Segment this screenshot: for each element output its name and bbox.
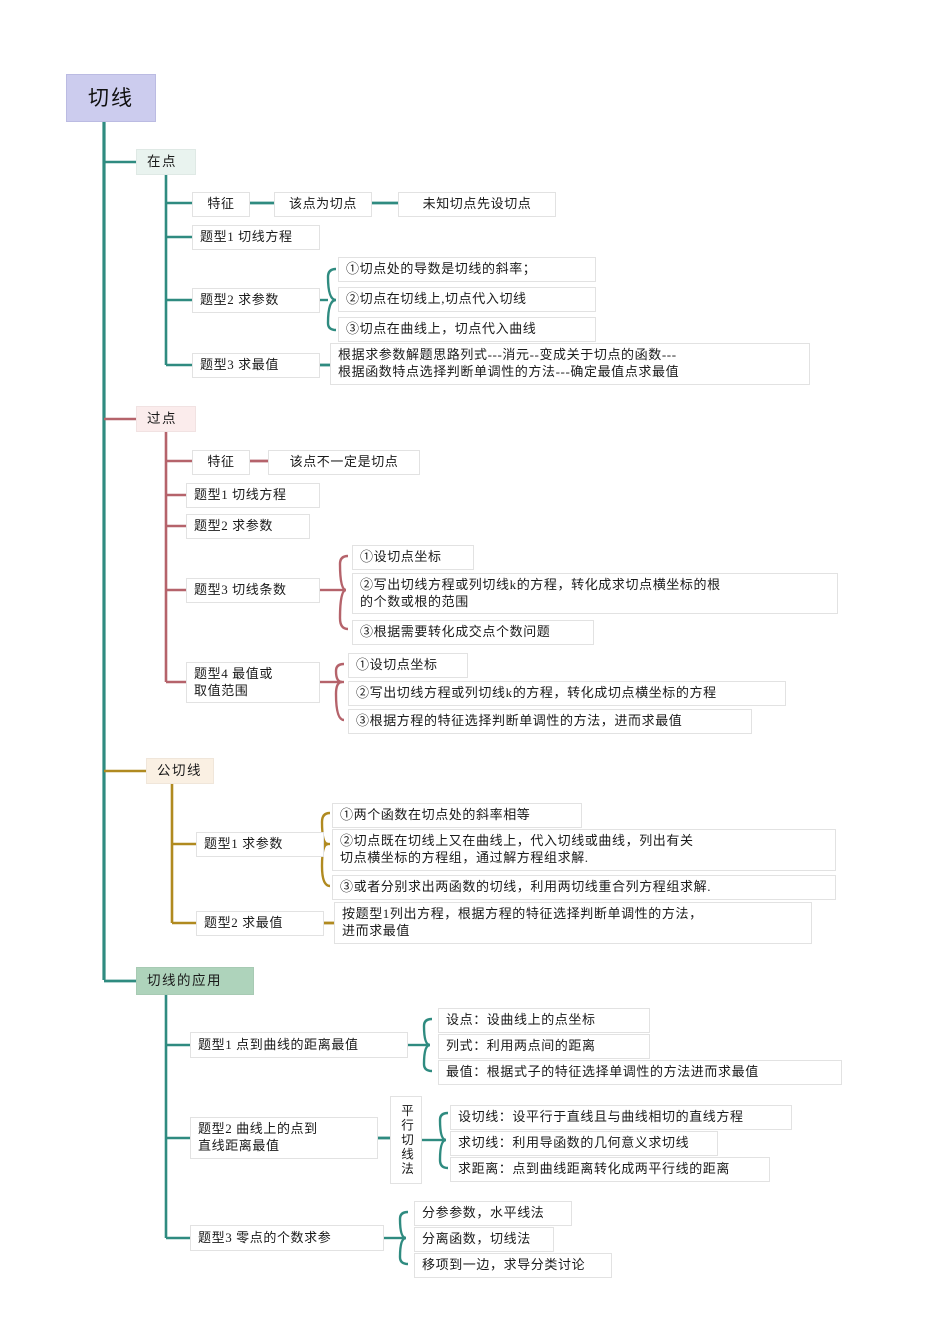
node-label: 按题型1列出方程，根据方程的特征选择判断单调性的方法， 进而求最值 — [342, 906, 703, 938]
branch-header[interactable]: 公切线 — [146, 758, 214, 784]
node-label: 过点 — [147, 411, 177, 427]
topic-box[interactable]: 题型1 点到曲线的距离最值 — [190, 1032, 408, 1058]
topic-box[interactable]: 题型2 求参数 — [186, 514, 310, 539]
node-label: 移项到一边，求导分类讨论 — [422, 1257, 586, 1272]
topic-box[interactable]: ①切点处的导数是切线的斜率； — [338, 257, 596, 282]
node-label: 题型1 点到曲线的距离最值 — [198, 1036, 359, 1052]
branch-header[interactable]: 过点 — [136, 406, 196, 432]
node-label: 求距离：点到曲线距离转化成两平行线的距离 — [458, 1161, 731, 1176]
node-label: 在点 — [147, 154, 177, 170]
topic-box[interactable]: 题型2 曲线上的点到 直线距离最值 — [190, 1117, 378, 1159]
topic-box[interactable]: 题型1 求参数 — [196, 832, 324, 857]
node-label: ①设切点坐标 — [360, 549, 442, 564]
node-label: 分离函数，切线法 — [422, 1231, 531, 1246]
topic-box[interactable]: 未知切点先设切点 — [398, 192, 556, 217]
topic-box[interactable]: 分参参数，水平线法 — [414, 1201, 572, 1226]
topic-box[interactable]: 根据求参数解题思路列式---消元--变成关于切点的函数--- 根据函数特点选择判… — [330, 343, 810, 385]
node-label: 题型4 最值或 取值范围 — [194, 666, 273, 698]
node-label: 设点：设曲线上的点坐标 — [446, 1012, 596, 1027]
node-label: 平行切线法 — [399, 1103, 413, 1177]
node-label: ①两个函数在切点处的斜率相等 — [340, 807, 531, 822]
topic-box[interactable]: ②切点在切线上,切点代入切线 — [338, 287, 596, 312]
topic-box[interactable]: 特征 — [192, 192, 250, 217]
node-label: 求切线：利用导函数的几何意义求切线 — [458, 1135, 690, 1150]
node-label: 特征 — [207, 454, 235, 469]
node-label: 设切线：设平行于直线且与曲线相切的直线方程 — [458, 1109, 744, 1124]
node-label: ①设切点坐标 — [356, 657, 438, 672]
node-label: 列式：利用两点间的距离 — [446, 1038, 596, 1053]
node-label: 该点为切点 — [288, 196, 357, 211]
node-label: 题型2 曲线上的点到 直线距离最值 — [198, 1121, 318, 1153]
topic-box[interactable]: 分离函数，切线法 — [414, 1227, 554, 1252]
topic-box[interactable]: 设点：设曲线上的点坐标 — [438, 1008, 650, 1033]
node-label: ②写出切线方程或列切线k的方程，转化成切点横坐标的方程 — [356, 685, 717, 700]
topic-box[interactable]: ①设切点坐标 — [352, 545, 474, 570]
method-label-vertical[interactable]: 平行切线法 — [390, 1096, 422, 1184]
topic-box[interactable]: 题型3 切线条数 — [186, 578, 320, 603]
topic-box[interactable]: 题型3 求最值 — [192, 353, 320, 378]
node-label: 该点不一定是切点 — [289, 454, 399, 469]
topic-box[interactable]: ③根据需要转化成交点个数问题 — [352, 620, 594, 645]
topic-box[interactable]: ①设切点坐标 — [348, 653, 468, 678]
branch-header[interactable]: 在点 — [136, 149, 196, 175]
topic-box[interactable]: 列式：利用两点间的距离 — [438, 1034, 650, 1059]
node-label: 题型2 求参数 — [194, 518, 273, 533]
node-label: ③切点在曲线上，切点代入曲线 — [346, 321, 537, 336]
topic-box[interactable]: 该点为切点 — [274, 192, 372, 217]
node-label: 特征 — [207, 196, 235, 211]
topic-box[interactable]: 最值：根据式子的特征选择单调性的方法进而求最值 — [438, 1060, 842, 1085]
node-label: ③或者分别求出两函数的切线，利用两切线重合列方程组求解. — [340, 879, 712, 894]
node-label: 题型3 求最值 — [200, 357, 279, 372]
node-label: 根据求参数解题思路列式---消元--变成关于切点的函数--- 根据函数特点选择判… — [338, 347, 680, 379]
topic-box[interactable]: 移项到一边，求导分类讨论 — [414, 1253, 612, 1278]
topic-box[interactable]: ②切点既在切线上又在曲线上，代入切线或曲线，列出有关 切点横坐标的方程组，通过解… — [332, 829, 836, 871]
node-label: ②写出切线方程或列切线k的方程，转化成求切点横坐标的根 的个数或根的范围 — [360, 577, 721, 609]
topic-box[interactable]: 求距离：点到曲线距离转化成两平行线的距离 — [450, 1157, 770, 1182]
topic-box[interactable]: ③切点在曲线上，切点代入曲线 — [338, 317, 596, 342]
topic-box[interactable]: 题型1 切线方程 — [186, 483, 320, 508]
node-label: ③根据需要转化成交点个数问题 — [360, 624, 551, 639]
topic-box[interactable]: ①两个函数在切点处的斜率相等 — [332, 803, 582, 828]
root-node[interactable]: 切线 — [66, 74, 156, 122]
root-node-label: 切线 — [88, 85, 134, 110]
node-label: 公切线 — [157, 763, 202, 779]
topic-box[interactable]: 题型2 求参数 — [192, 288, 320, 313]
topic-box[interactable]: 题型2 求最值 — [196, 911, 324, 936]
topic-box[interactable]: 题型3 零点的个数求参 — [190, 1225, 384, 1251]
node-label: 题型3 切线条数 — [194, 582, 287, 597]
topic-box[interactable]: ③根据方程的特征选择判断单调性的方法，进而求最值 — [348, 709, 752, 734]
topic-box[interactable]: 题型4 最值或 取值范围 — [186, 662, 320, 704]
node-label: 题型1 切线方程 — [194, 487, 287, 502]
branch-header[interactable]: 切线的应用 — [136, 967, 254, 995]
topic-box[interactable]: ②写出切线方程或列切线k的方程，转化成切点横坐标的方程 — [348, 681, 786, 706]
node-label: 题型3 零点的个数求参 — [198, 1229, 332, 1245]
node-label: 题型1 求参数 — [204, 836, 283, 851]
topic-box[interactable]: ②写出切线方程或列切线k的方程，转化成求切点横坐标的根 的个数或根的范围 — [352, 573, 838, 615]
node-label: 最值：根据式子的特征选择单调性的方法进而求最值 — [446, 1064, 759, 1079]
node-label: ①切点处的导数是切线的斜率； — [346, 261, 537, 276]
topic-box[interactable]: 题型1 切线方程 — [192, 225, 320, 250]
node-label: 题型2 求参数 — [200, 292, 279, 307]
topic-box[interactable]: 求切线：利用导函数的几何意义求切线 — [450, 1131, 718, 1156]
topic-box[interactable]: 该点不一定是切点 — [268, 450, 420, 475]
node-label: ②切点既在切线上又在曲线上，代入切线或曲线，列出有关 切点横坐标的方程组，通过解… — [340, 833, 694, 865]
topic-box[interactable]: 特征 — [192, 450, 250, 475]
topic-box[interactable]: 按题型1列出方程，根据方程的特征选择判断单调性的方法， 进而求最值 — [334, 902, 812, 944]
node-label: 切线的应用 — [147, 973, 222, 989]
node-label: 题型1 切线方程 — [200, 229, 293, 244]
node-label: 未知切点先设切点 — [422, 196, 532, 211]
node-label: ②切点在切线上,切点代入切线 — [346, 291, 527, 306]
node-label: ③根据方程的特征选择判断单调性的方法，进而求最值 — [356, 713, 683, 728]
node-label: 分参参数，水平线法 — [422, 1205, 545, 1220]
node-label: 题型2 求最值 — [204, 915, 283, 930]
topic-box[interactable]: 设切线：设平行于直线且与曲线相切的直线方程 — [450, 1105, 792, 1130]
topic-box[interactable]: ③或者分别求出两函数的切线，利用两切线重合列方程组求解. — [332, 875, 836, 900]
